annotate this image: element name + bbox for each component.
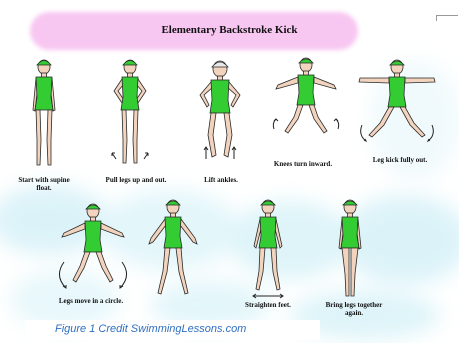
step-caption-8: Straighten feet. (226, 301, 310, 309)
step-caption-4: Knees turn inward. (258, 160, 348, 168)
swimmer-figure-9 (330, 196, 370, 301)
swimmer-figure-5 (356, 55, 438, 155)
step-caption-3: Lift ankles. (186, 176, 256, 184)
swimmer-figure-8 (243, 196, 293, 301)
page-title: Elementary Backstroke Kick (0, 24, 459, 36)
step-caption-6: Legs move in a circle. (36, 297, 146, 305)
swimmer-figure-4 (268, 55, 344, 145)
step-caption-1: Start with supine float. (2, 176, 86, 192)
swimmer-figure-1 (22, 55, 66, 170)
corner-mark (436, 15, 458, 16)
step-caption-5: Leg kick fully out. (350, 156, 450, 164)
swimmer-figure-6 (54, 200, 132, 295)
swimmer-figure-3 (194, 55, 246, 170)
swimmer-figure-2 (108, 55, 152, 170)
step-caption-2: Pull legs up and out. (86, 176, 186, 184)
step-caption-9: Bring legs together again. (306, 301, 402, 317)
corner-mark (436, 15, 437, 21)
swimmer-figure-7 (143, 196, 203, 301)
figure-credit: Figure 1 Credit SwimmingLessons.com (55, 323, 246, 335)
